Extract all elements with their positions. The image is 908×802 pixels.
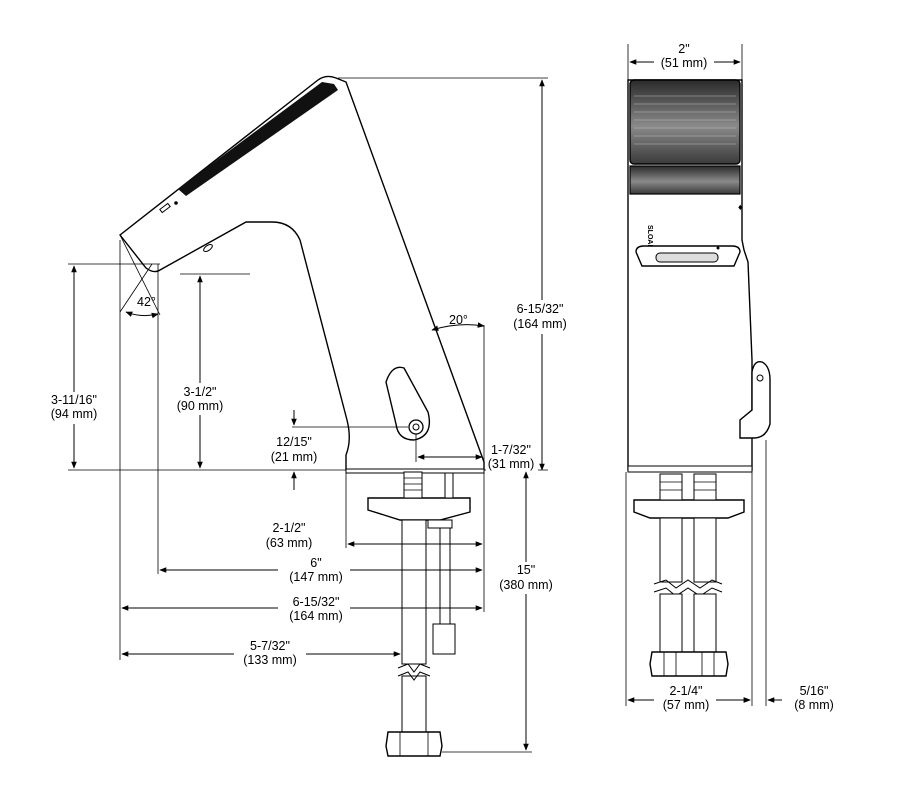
side-view: 6-15/32" (164 mm) 3-11/16" (94 mm) 3-1/2…: [40, 75, 572, 757]
indicator-dot: [174, 201, 178, 205]
indicator-light: [159, 202, 171, 214]
supply-hex-nut: [385, 731, 443, 757]
supply-hose: [401, 519, 427, 665]
sensor-window: [629, 79, 741, 165]
dim-base-rear-metric: (31 mm): [488, 457, 535, 471]
front-hex-nuts: [649, 651, 729, 677]
front-view: SLOAN ♦ 2" (: [625, 42, 834, 714]
dim-supply-length-imperial: 15": [517, 563, 535, 577]
hose-break: [397, 663, 431, 673]
dim-outlet-height-imperial: 3-1/2": [184, 385, 217, 399]
front-hose-left: [659, 517, 683, 583]
dim-height-total-metric: (164 mm): [513, 317, 566, 331]
dim-base-rear-imperial: 1-7/32": [491, 443, 531, 457]
dim-top-width-imperial: 2": [678, 42, 689, 56]
dim-reach-outlet-imperial: 6": [310, 556, 321, 570]
dim-side-offset-metric: (8 mm): [794, 698, 834, 712]
dim-top-width-metric: (51 mm): [661, 56, 708, 70]
front-hose-right-lower: [693, 593, 717, 653]
dim-base-width-imperial: 2-1/4": [670, 684, 703, 698]
sensor-strip: [178, 82, 338, 196]
dim-spout-height-imperial: 3-11/16": [51, 393, 97, 407]
sensor-lower-window: [629, 165, 741, 195]
dim-base-depth-imperial: 2-1/2": [273, 521, 306, 535]
secondary-hose: [439, 527, 451, 625]
side-mark: ♦: [738, 202, 743, 212]
dim-handle-offset-metric: (21 mm): [271, 450, 318, 464]
dim-reach-outlet-metric: (147 mm): [289, 570, 342, 584]
clip: [427, 519, 453, 529]
angle-spout: 42°: [137, 295, 156, 309]
front-nut-left: [659, 473, 683, 501]
dim-base-depth-metric: (63 mm): [266, 536, 313, 550]
dim-base-width-metric: (57 mm): [663, 698, 710, 712]
front-base: [627, 465, 753, 473]
dim-height-total-imperial: 6-15/32": [517, 302, 564, 316]
mounting-nut: [403, 471, 423, 499]
dim-outlet-height-metric: (90 mm): [177, 399, 224, 413]
mounting-rod: [444, 472, 454, 499]
mounting-bracket: [367, 497, 471, 521]
lever-pivot-center: [412, 423, 420, 431]
dim-shank-position-metric: (133 mm): [243, 653, 296, 667]
front-hose-left-lower: [659, 593, 683, 653]
dim-supply-length-metric: (380 mm): [499, 578, 552, 592]
dim-shank-position-imperial: 5-7/32": [250, 639, 290, 653]
secondary-fitting: [432, 623, 456, 655]
front-lever: [739, 361, 771, 439]
dim-side-offset-imperial: 5/16": [800, 684, 829, 698]
front-hose-right: [693, 517, 717, 583]
front-nut-right: [693, 473, 717, 501]
aerator-mesh: [655, 252, 719, 263]
angle-body: 20°: [449, 313, 468, 327]
under-sensor: [203, 243, 213, 253]
dim-reach-total-metric: (164 mm): [289, 609, 342, 623]
dim-spout-height-metric: (94 mm): [51, 407, 98, 421]
front-bracket: [633, 499, 745, 519]
brand-label: SLOAN: [646, 225, 653, 250]
supply-hose-lower: [401, 675, 427, 733]
dim-reach-total-imperial: 6-15/32": [293, 595, 340, 609]
dim-handle-offset-imperial: 12/15": [276, 435, 312, 449]
